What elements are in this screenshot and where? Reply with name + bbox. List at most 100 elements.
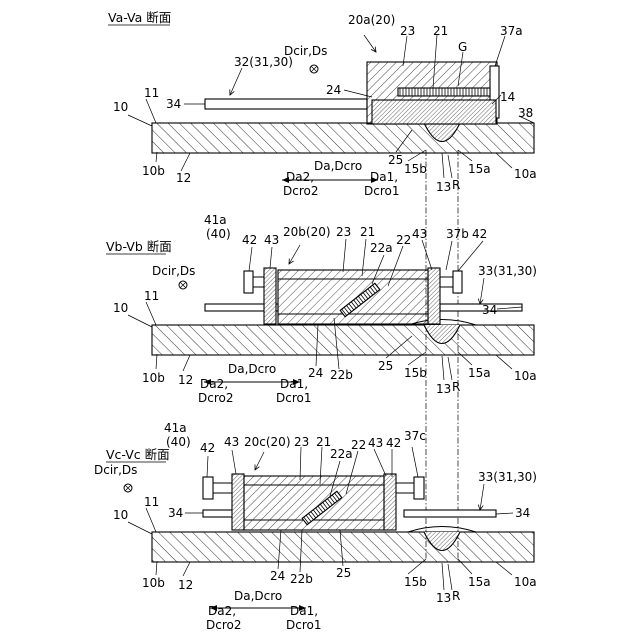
- label-22b: 22b: [330, 368, 353, 382]
- label-21: 21: [360, 225, 375, 239]
- guide-43-right-hatch: [428, 268, 440, 324]
- dcir-symbol: [310, 65, 318, 73]
- label-10a: 10a: [514, 369, 537, 383]
- label-42: 42: [200, 441, 215, 455]
- label-40: (40): [166, 435, 191, 449]
- label-dcir: Dcir,Ds: [152, 264, 195, 278]
- tool-body-20b: [278, 270, 428, 324]
- label-41a: 41a: [204, 213, 227, 227]
- label-da: Da,Dcro: [314, 159, 362, 173]
- clamp-42-right: [414, 477, 424, 499]
- label-10b: 10b: [142, 164, 165, 178]
- label-r: R: [452, 178, 460, 192]
- label-43: 43: [368, 436, 383, 450]
- label-15b: 15b: [404, 575, 427, 589]
- label-22: 22: [351, 438, 366, 452]
- label-22b: 22b: [290, 572, 313, 586]
- label-13: 13: [436, 382, 451, 396]
- label-33: 33(31,30): [478, 470, 537, 484]
- clamp-42-left: [244, 271, 253, 293]
- label-11: 11: [144, 495, 159, 509]
- label-43: 43: [264, 233, 279, 247]
- tool-body-20c: [244, 476, 384, 530]
- label-22: 22: [396, 233, 411, 247]
- tool-label: 20b(20): [283, 225, 331, 239]
- label-15a: 15a: [468, 162, 491, 176]
- label-dcir: Dcir,Ds: [94, 463, 137, 477]
- tool-label: 20c(20): [244, 435, 291, 449]
- label-dcro2: Dcro2: [206, 618, 241, 632]
- label-10b: 10b: [142, 576, 165, 590]
- label-10a: 10a: [514, 167, 537, 181]
- label-da1: Da1,: [370, 170, 398, 184]
- base-plate: [152, 532, 534, 562]
- label-da: Da,Dcro: [234, 589, 282, 603]
- label-21: 21: [433, 24, 448, 38]
- label-da1: Da1,: [290, 604, 318, 618]
- weld-crown: [408, 527, 476, 533]
- label-24: 24: [270, 569, 285, 583]
- label-dcro1: Dcro1: [286, 618, 321, 632]
- label-da2: Da2,: [208, 604, 236, 618]
- label-14: 14: [500, 90, 515, 104]
- label-dcro2: Dcro2: [283, 184, 318, 198]
- section-title: Va-Va 断面: [108, 10, 171, 25]
- label-15b: 15b: [404, 162, 427, 176]
- label-23: 23: [336, 225, 351, 239]
- label-g: G: [458, 40, 467, 54]
- rail-32: [205, 99, 367, 109]
- dcir-symbol: [124, 484, 132, 492]
- section-vc: Vc-Vc 断面: [94, 421, 537, 632]
- label-41a: 41a: [164, 421, 187, 435]
- label-dcro1: Dcro1: [364, 184, 399, 198]
- label-10b: 10b: [142, 371, 165, 385]
- section-vb: Vb-Vb 断面: [106, 213, 537, 405]
- label-r: R: [452, 380, 460, 394]
- label-15a: 15a: [468, 366, 491, 380]
- tool-label: 20a(20): [348, 13, 395, 27]
- guide-43-left-hatch: [264, 268, 276, 324]
- label-25: 25: [336, 566, 351, 580]
- label-37a: 37a: [500, 24, 523, 38]
- label-43: 43: [412, 227, 427, 241]
- label-42: 42: [472, 227, 487, 241]
- label-23: 23: [294, 435, 309, 449]
- clamp-42-left: [203, 477, 213, 499]
- label-10: 10: [113, 100, 128, 114]
- holder-14-hatch: [372, 100, 496, 124]
- label-10a: 10a: [514, 575, 537, 589]
- rail-34-right: [440, 304, 522, 311]
- label-23: 23: [400, 24, 415, 38]
- label-da2: Da2,: [200, 377, 228, 391]
- label-22a: 22a: [370, 241, 393, 255]
- label-12: 12: [176, 171, 191, 185]
- label-42: 42: [386, 436, 401, 450]
- label-34: 34: [168, 506, 183, 520]
- label-22a: 22a: [330, 447, 353, 461]
- guide-43-left-hatch: [232, 474, 244, 530]
- base-plate: [152, 123, 534, 153]
- label-38: 38: [518, 106, 533, 120]
- label-11: 11: [144, 289, 159, 303]
- label-15b: 15b: [404, 366, 427, 380]
- label-13: 13: [436, 180, 451, 194]
- label-25: 25: [388, 153, 403, 167]
- label-da2: Da2,: [286, 170, 314, 184]
- label-dcro2: Dcro2: [198, 391, 233, 405]
- base-plate: [152, 325, 534, 355]
- label-25: 25: [378, 359, 393, 373]
- label-34: 34: [166, 97, 181, 111]
- label-42: 42: [242, 233, 257, 247]
- label-34: 34: [515, 506, 530, 520]
- guide-43-right-hatch: [384, 474, 396, 530]
- label-43: 43: [224, 435, 239, 449]
- label-24: 24: [308, 366, 323, 380]
- label-10: 10: [113, 301, 128, 315]
- label-34: 34: [482, 303, 497, 317]
- label-10: 10: [113, 508, 128, 522]
- label-15a: 15a: [468, 575, 491, 589]
- label-24: 24: [326, 83, 341, 97]
- label-37c: 37c: [404, 429, 426, 443]
- section-va: Va-Va 断面: [108, 10, 537, 198]
